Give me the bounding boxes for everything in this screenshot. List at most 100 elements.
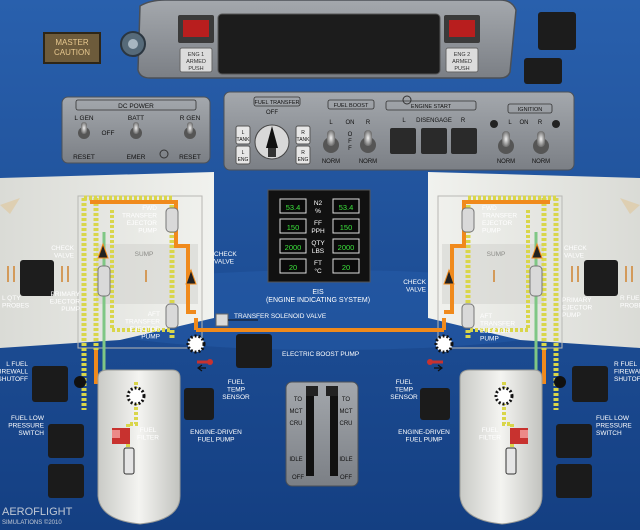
left-check-valve-label: CHECK (51, 245, 74, 252)
right-check-valve-inner-label: VALVE (406, 287, 427, 294)
right-check-valve-label: CHECK (564, 245, 587, 252)
svg-text:TANK: TANK (237, 137, 251, 143)
left-fwd-ejector-pump-icon (165, 207, 179, 233)
right-aft-pump-label: TRANSFER (480, 321, 515, 328)
batt-switch[interactable] (130, 122, 142, 139)
right-low-press-label: FUEL LOW (596, 415, 630, 422)
eis-right-value: 2000 (338, 243, 355, 252)
right-fwd-pump-label: FWD (482, 205, 497, 212)
svg-text:F: F (348, 139, 352, 145)
right-firewall-label: SHUTOFF (614, 376, 640, 383)
right-firewall-label: FIREWALL (614, 369, 640, 376)
svg-text:NORM: NORM (532, 159, 550, 165)
svg-text:PUSH: PUSH (188, 66, 203, 72)
svg-text:L: L (508, 120, 512, 126)
right-check-valve-icon (531, 242, 543, 259)
svg-text:ENG: ENG (298, 157, 309, 163)
fuel-boost-left-switch[interactable] (323, 130, 339, 153)
right-boost-pump-icon (434, 334, 454, 354)
ignition-right-switch[interactable] (533, 131, 549, 154)
eis-left-box (279, 258, 307, 274)
right-aft-pump-label: AFT (480, 313, 492, 320)
right-fcu-icon (505, 447, 517, 475)
engine-start-title: ENGINE START (411, 104, 452, 110)
right-throttle-lever[interactable] (326, 386, 338, 396)
eis-left-value: 150 (287, 223, 300, 232)
ignition-left-switch[interactable] (498, 131, 514, 154)
start-disengage-button[interactable] (421, 128, 447, 154)
right-engine-pump-light (420, 388, 450, 420)
left-engine-pump-label: ENGINE-DRIVEN (190, 429, 242, 436)
left-temp-sensor-icon (207, 359, 213, 365)
svg-text:R GEN: R GEN (180, 115, 201, 122)
left-primary-pump-label: PRIMARY (51, 291, 81, 298)
fuel-transfer-selector-knob[interactable] (254, 124, 290, 160)
r-gen-switch[interactable] (184, 122, 196, 139)
fuel-transfer-title: FUEL TRANSFER (255, 100, 300, 106)
right-check-valve-inner-label: CHECK (403, 279, 426, 286)
eis-right-box (332, 218, 360, 234)
eis-row-label: % (315, 208, 321, 215)
right-aux-light (556, 464, 592, 498)
right-low-press-label: SWITCH (596, 430, 622, 437)
left-boost-pump-icon (186, 334, 206, 354)
left-temp-sensor-label: FUEL (228, 379, 245, 386)
center-display-screen (217, 13, 441, 75)
right-engine-driven-pump-icon (494, 386, 514, 406)
eis-right-box (332, 258, 360, 274)
r-eng-indicator: R ENG (295, 145, 311, 165)
eis-row-label: LBS (312, 248, 325, 255)
left-fwd-pump-label: EJECTOR (127, 220, 158, 227)
right-filter-label: FUEL (482, 427, 499, 434)
svg-text:R: R (461, 118, 466, 124)
left-temp-sensor-label: TEMP (227, 387, 245, 394)
left-aft-pump-label: AFT (148, 311, 160, 318)
right-temp-sensor-label: FUEL (396, 379, 413, 386)
left-check-valve-inner-label: VALVE (214, 259, 235, 266)
left-aux-light (48, 464, 84, 498)
right-check-valve-icon (443, 268, 455, 285)
eis-right-value: 150 (340, 223, 353, 232)
svg-text:EMER: EMER (127, 154, 146, 161)
svg-text:L: L (242, 130, 245, 136)
left-aft-pump-label: EJECTOR (130, 326, 161, 333)
left-low-press-label: SWITCH (18, 430, 44, 437)
svg-text:ARMED: ARMED (452, 59, 472, 65)
boost-pump-light (236, 334, 272, 368)
right-fwd-ejector-pump-icon (461, 207, 475, 233)
right-firewall-label: R FUEL (614, 361, 638, 368)
right-fwd-pump-label: EJECTOR (482, 220, 513, 227)
left-aft-pump-label: PUMP (141, 334, 160, 341)
svg-text:CAUTION: CAUTION (54, 48, 90, 57)
svg-text:BATT: BATT (128, 115, 144, 122)
transfer-solenoid-valve-label: TRANSFER SOLENOID VALVE (234, 313, 327, 320)
fuel-boost-right-switch[interactable] (360, 130, 376, 153)
left-filter-label: FUEL (140, 427, 157, 434)
svg-text:R: R (366, 120, 371, 126)
left-primary-ejector-pump-icon (97, 265, 111, 297)
left-firewall-label: FIREWALL (0, 369, 28, 376)
left-low-press-label: PRESSURE (8, 423, 44, 430)
right-firewall-shutoff-icon (554, 376, 566, 388)
dc-power-panel: DC POWER L GEN BATT R GEN OFF RESET EMER… (61, 96, 211, 164)
svg-text:TANK: TANK (297, 137, 311, 143)
left-check-valve-icon (97, 242, 109, 259)
svg-text:R: R (538, 120, 543, 126)
fire-handle-left[interactable]: ENG 1 ARMED PUSH (178, 15, 214, 73)
left-throttle-lever[interactable] (306, 386, 318, 396)
left-aft-ejector-pump-icon (165, 303, 179, 329)
left-sump-label: SUMP (135, 251, 154, 258)
fire-handle-right[interactable]: ENG 2 ARMED PUSH (444, 15, 480, 73)
svg-text:L: L (242, 150, 245, 156)
right-primary-pump-label: PRIMARY (562, 297, 592, 304)
start-left-button[interactable] (390, 128, 416, 154)
eis-left-box (279, 238, 307, 254)
svg-text:ON: ON (520, 120, 529, 126)
master-caution-button[interactable]: MASTER CAUTION (43, 32, 101, 64)
svg-text:PUSH: PUSH (454, 66, 469, 72)
left-fwd-pump-label: PUMP (138, 228, 157, 235)
svg-text:RESET: RESET (179, 154, 201, 161)
start-right-button[interactable] (451, 128, 477, 154)
l-gen-switch[interactable] (78, 122, 90, 139)
